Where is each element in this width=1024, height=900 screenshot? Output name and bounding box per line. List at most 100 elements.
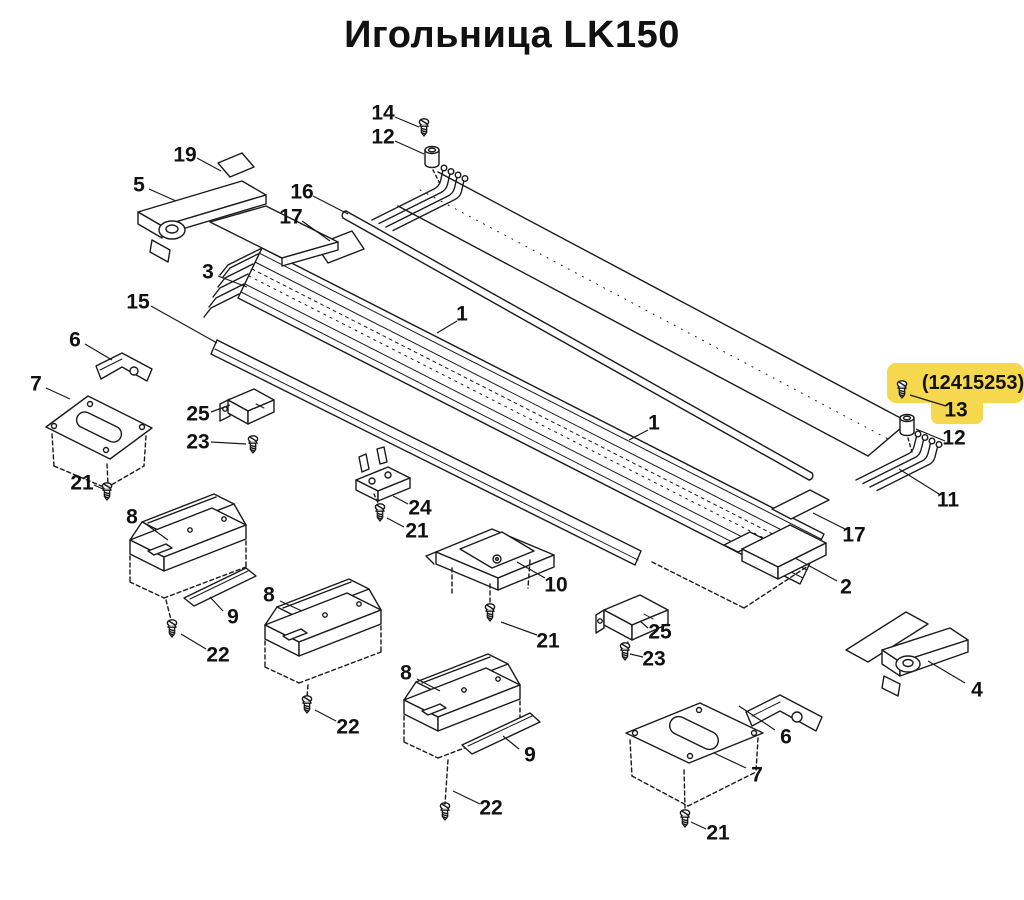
part-14-screw — [418, 118, 430, 137]
callout-leader-line — [630, 654, 643, 657]
callout-leader-line — [302, 221, 330, 241]
part-needle-rails-top — [371, 164, 469, 232]
part-17-plate — [316, 231, 364, 263]
part-16-rod — [342, 211, 813, 480]
callout-leader-line — [916, 429, 945, 441]
callout-leader-line — [395, 117, 419, 127]
callout-leader-line — [280, 601, 302, 611]
part-19-plate — [218, 153, 254, 177]
part-callout-6: 6 — [780, 726, 792, 749]
part-callout-21: 21 — [405, 520, 429, 543]
part-3-comb — [204, 248, 262, 317]
highlight-leader-line — [910, 395, 946, 406]
callout-leader-line — [313, 196, 348, 214]
callout-leader-line — [85, 344, 112, 360]
callout-leader-line — [640, 621, 648, 628]
callout-leader-line — [417, 679, 440, 691]
part-callout-16: 16 — [290, 181, 313, 204]
callout-leader-line — [149, 189, 176, 201]
part-callout-24: 24 — [408, 497, 432, 520]
callout-leader-line — [94, 485, 103, 489]
part-callout-9: 9 — [524, 744, 536, 767]
part-1-needle-bed — [204, 248, 824, 584]
part-callout-19: 19 — [173, 144, 196, 167]
part-callout-8: 8 — [263, 584, 275, 607]
part-callout-9: 9 — [227, 606, 239, 629]
part-callout-1: 1 — [648, 412, 660, 435]
part-9-strip — [462, 713, 540, 754]
part-15-bar — [211, 340, 641, 565]
part-callout-11: 11 — [937, 489, 960, 512]
part-9-strip — [184, 568, 256, 606]
part-callout-7: 7 — [751, 764, 763, 787]
callout-leader-line — [501, 622, 537, 635]
part-5-t-plate — [138, 181, 338, 266]
callout-leader-line — [211, 405, 230, 412]
callout-leader-line — [218, 276, 247, 287]
part-callout-10: 10 — [544, 574, 567, 597]
callout-leader-line — [211, 442, 246, 444]
callout-leader-line — [629, 430, 648, 440]
callout-leader-line — [387, 518, 404, 527]
callout-leader-line — [795, 558, 837, 581]
part-12-spacer — [424, 145, 440, 169]
part-callout-21: 21 — [536, 630, 560, 653]
callout-leader-line — [739, 706, 775, 730]
part-callout-12: 12 — [942, 427, 965, 450]
highlight-box — [887, 363, 1024, 403]
part-7-plate — [626, 703, 763, 808]
part-callout-23: 23 — [186, 431, 209, 454]
part-callout-21: 21 — [70, 472, 94, 495]
callout-leader-line — [210, 597, 223, 611]
callout-leader-line — [197, 158, 221, 171]
callout-leader-line — [691, 822, 706, 829]
part-21-screw — [101, 482, 113, 501]
part-callout-14: 14 — [371, 102, 395, 125]
part-22-screw — [439, 802, 451, 821]
callout-leader-line — [813, 513, 845, 529]
part-callout-8: 8 — [400, 662, 412, 685]
part-23-screw — [619, 642, 631, 661]
callout-leader-line — [315, 710, 336, 721]
part-23-screw — [247, 435, 259, 454]
part-8-bracket — [264, 578, 382, 684]
part-callout-12: 12 — [371, 126, 394, 149]
part-21-screw — [484, 603, 496, 622]
part-22-screw — [301, 695, 313, 714]
part-22-screw — [166, 619, 178, 638]
part-4-t-plate — [846, 612, 968, 696]
part-10-latch — [426, 529, 554, 604]
callout-leader-line — [453, 791, 480, 804]
part-17-plate — [772, 490, 829, 519]
part-25-bracket — [596, 595, 668, 648]
part-7-plate — [46, 396, 152, 488]
part-6-clip — [96, 353, 152, 381]
page-title: Игольница LK150 — [344, 14, 680, 56]
callout-leader-line — [395, 141, 424, 154]
part-2-end-plate — [652, 525, 826, 608]
part-callout-25: 25 — [186, 403, 210, 426]
part-callout-2: 2 — [840, 576, 852, 599]
part-callout-15: 15 — [126, 291, 150, 314]
callout-leader-line — [393, 496, 408, 504]
part-callout-22: 22 — [479, 797, 502, 820]
part-callout-22: 22 — [206, 644, 229, 667]
part-callout-22: 22 — [336, 716, 359, 739]
callout-leader-line — [899, 469, 939, 494]
assembly-dashed-lines — [166, 600, 448, 804]
callout-leader-line — [437, 321, 457, 333]
part-25-bracket — [220, 389, 274, 424]
part-callout-8: 8 — [126, 506, 138, 529]
part-24-bracket — [356, 447, 410, 505]
part-callout-4: 4 — [971, 679, 983, 702]
part-11-needle-rails — [855, 430, 943, 492]
highlight-part-callout: (12415253) 13 — [887, 363, 1024, 424]
part-callout-23: 23 — [642, 648, 665, 671]
part-21-screw — [679, 809, 691, 828]
highlight-box-tab — [931, 396, 983, 424]
part-callout-17: 17 — [279, 206, 302, 229]
callout-leader-line — [46, 388, 70, 399]
